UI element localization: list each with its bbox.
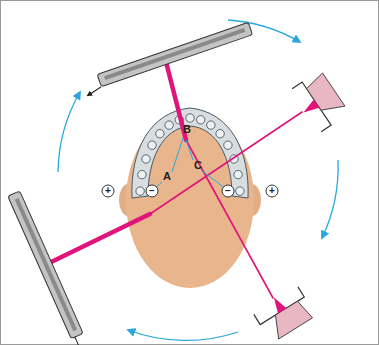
tooth bbox=[224, 141, 232, 149]
sign-symbol: − bbox=[149, 186, 155, 196]
tooth bbox=[142, 155, 150, 163]
tooth bbox=[165, 121, 173, 129]
point-label: A bbox=[163, 170, 171, 182]
tooth bbox=[234, 170, 242, 178]
sign-symbol: + bbox=[105, 186, 111, 196]
sign-symbol: + bbox=[269, 186, 275, 196]
tooth bbox=[207, 121, 215, 129]
point-label: C bbox=[194, 159, 202, 171]
tooth bbox=[197, 116, 205, 124]
tooth bbox=[156, 130, 164, 138]
tooth bbox=[216, 130, 224, 138]
tooth bbox=[236, 187, 244, 195]
sign-symbol: − bbox=[225, 186, 231, 196]
tooth bbox=[136, 187, 144, 195]
tooth bbox=[138, 170, 146, 178]
tooth bbox=[186, 114, 194, 122]
point-label: B bbox=[183, 123, 191, 135]
tooth bbox=[148, 141, 156, 149]
